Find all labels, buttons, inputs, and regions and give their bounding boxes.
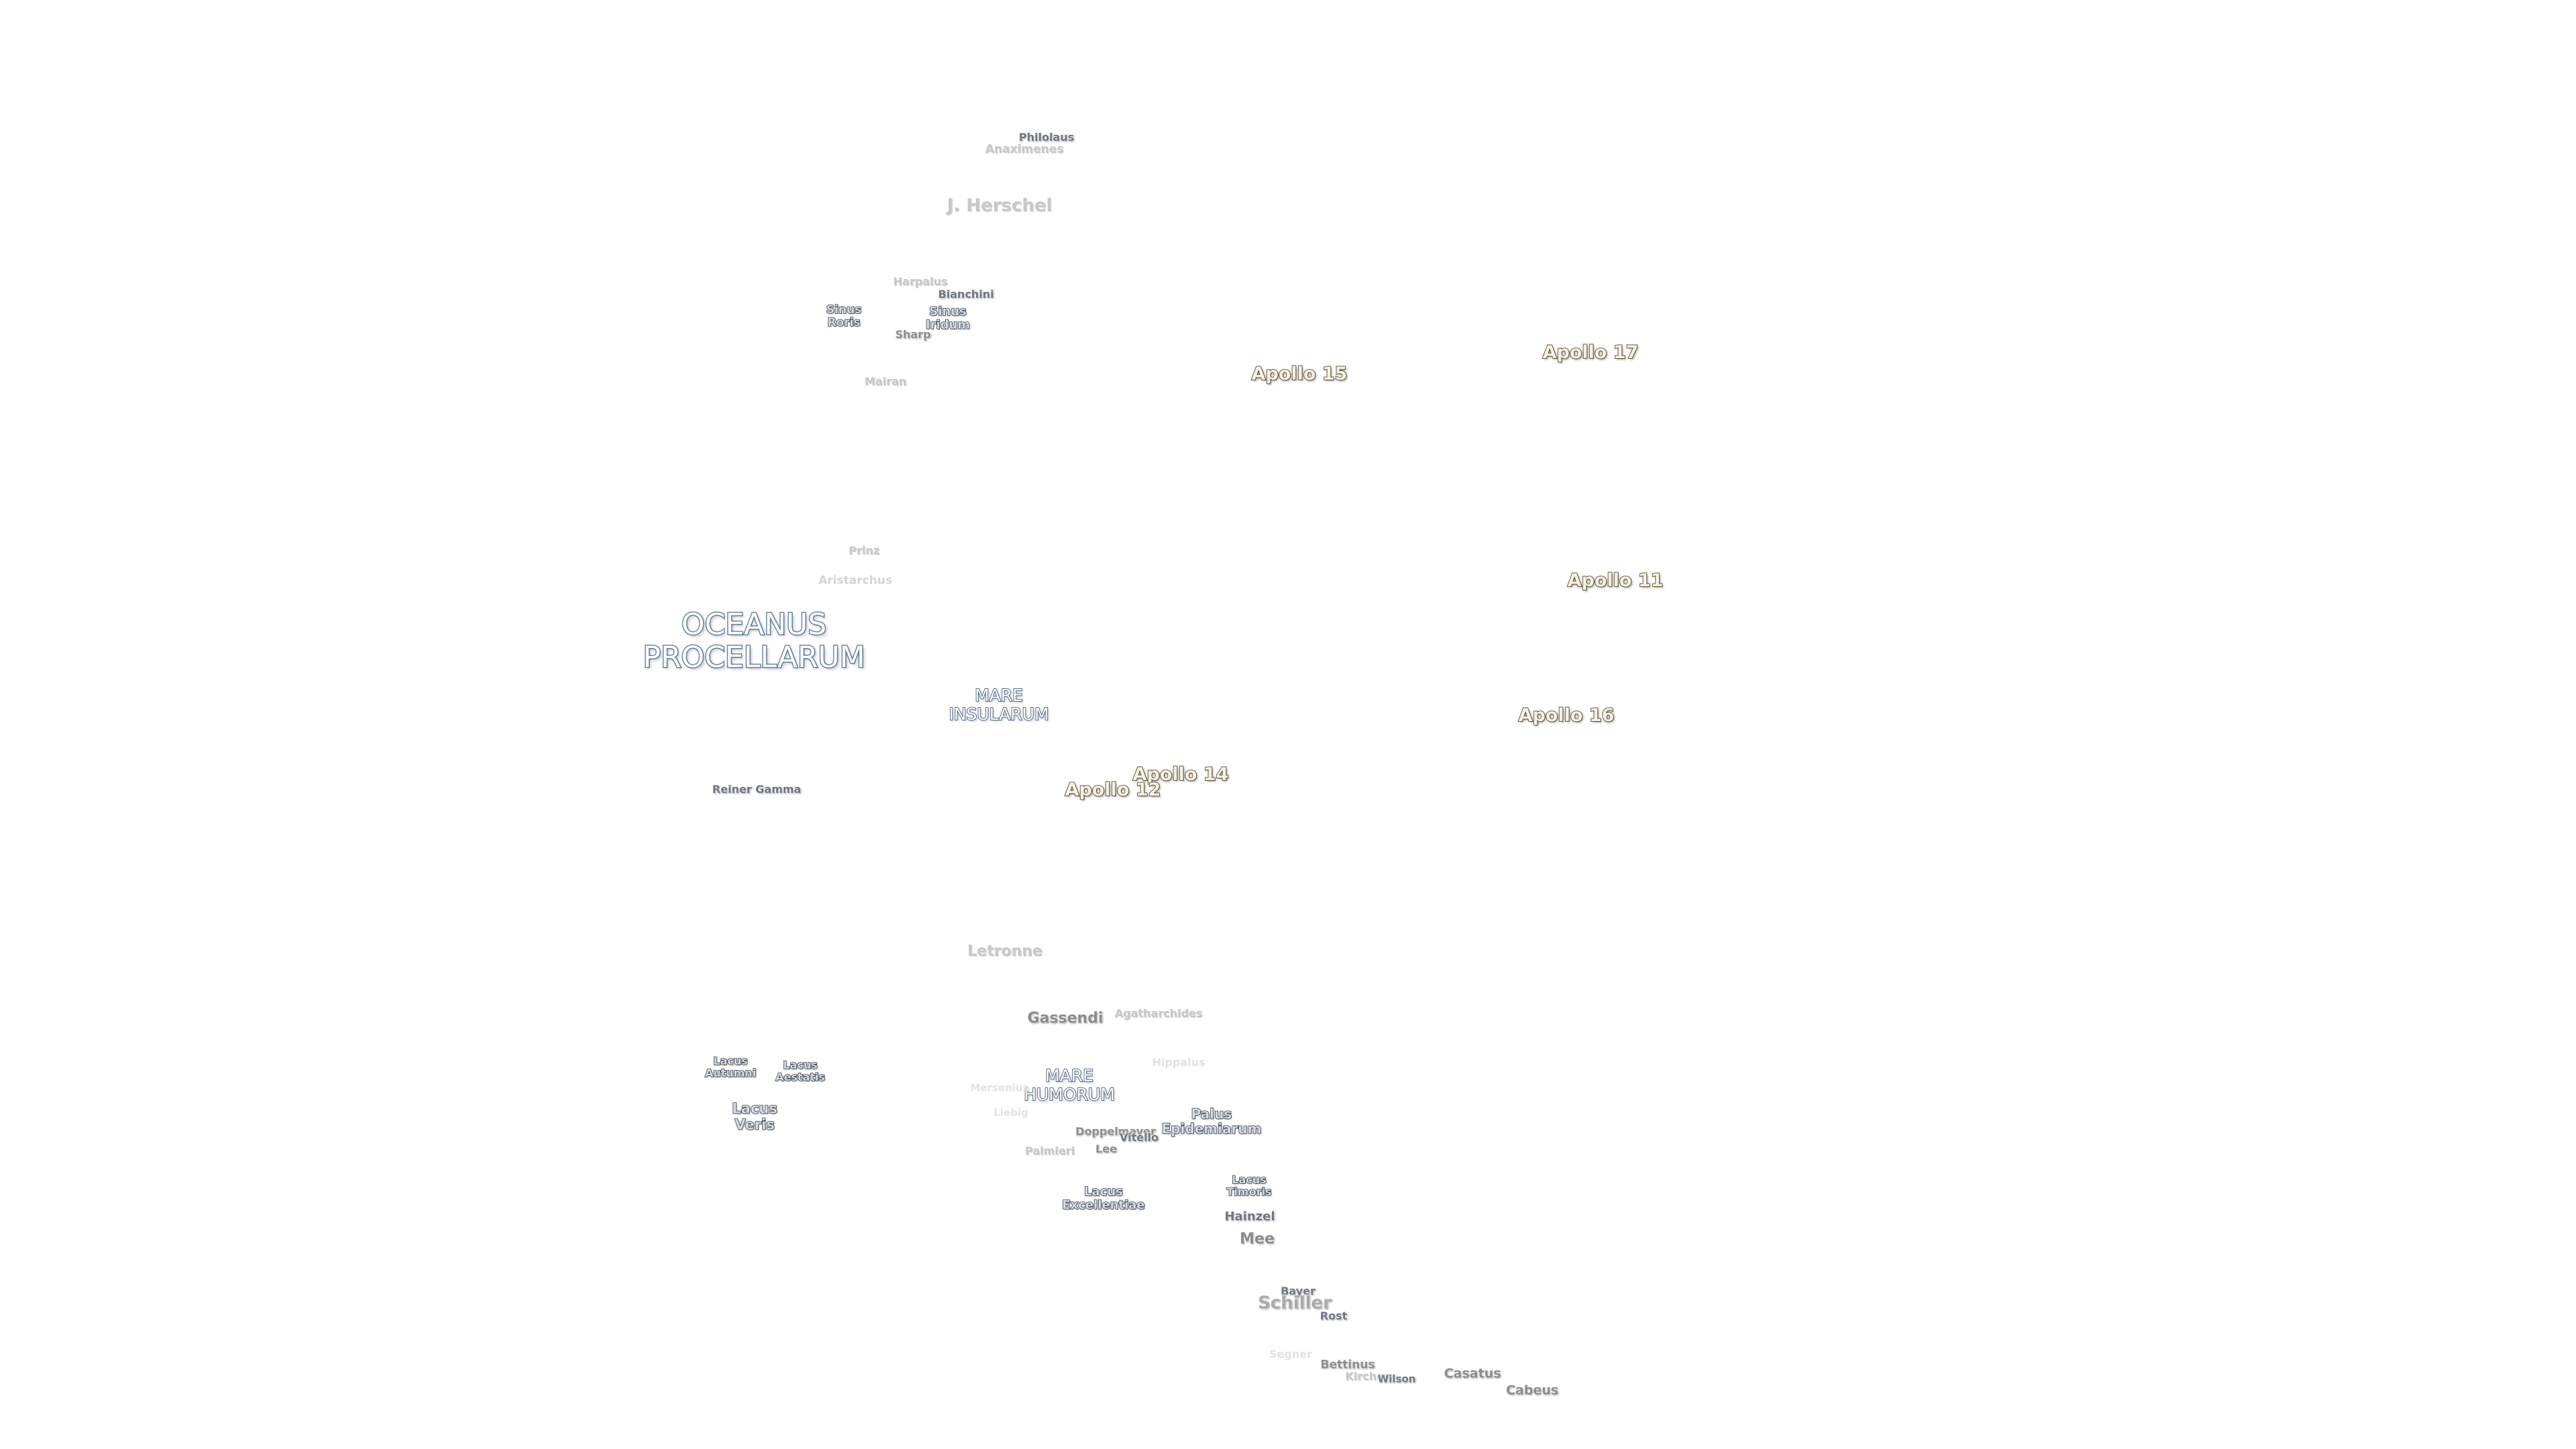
- crater-label-kircher: Kircher: [1345, 1370, 1389, 1383]
- crater-label-prinz: Prinz: [849, 544, 879, 557]
- crater-label-wilson: Wilson: [1377, 1373, 1416, 1385]
- apollo-11-landing-label: Apollo 11: [1567, 570, 1664, 591]
- crater-label-liebig: Liebig: [994, 1106, 1028, 1119]
- feature-label-lacus-excellentiae: Lacus Excellentiae: [1062, 1184, 1146, 1212]
- feature-label-palus-epidemiarum: Palus Epidemiarum: [1161, 1106, 1262, 1137]
- crater-label-bianchini: Bianchini: [938, 288, 994, 301]
- crater-label-aristarchus: Aristarchus: [818, 574, 892, 588]
- crater-label-anaximenes: Anaximenes: [985, 142, 1064, 156]
- crater-label-doppelmayer: Doppelmayer: [1075, 1125, 1156, 1138]
- mare-label-oceanus-procellarum: OCEANUS PROCELLARUM: [642, 607, 866, 675]
- crater-label-bayer: Bayer: [1281, 1285, 1316, 1298]
- crater-label-cabeus: Cabeus: [1505, 1383, 1559, 1398]
- feature-label-lacus-veris: Lacus Veris: [731, 1100, 777, 1133]
- mare-label-mare-insularum: MARE INSULARUM: [948, 686, 1049, 724]
- crater-label-mee: Mee: [1240, 1230, 1275, 1248]
- feature-label-lacus-aestatis: Lacus Aestatis: [775, 1059, 825, 1083]
- crater-label-segner: Segner: [1269, 1348, 1312, 1361]
- apollo-14-landing-label: Apollo 14: [1132, 763, 1230, 785]
- crater-label-agatharchides: Agatharchides: [1114, 1007, 1203, 1020]
- mare-label-mare-humorum: MARE HUMORUM: [1023, 1066, 1116, 1105]
- apollo-12-landing-label: Apollo 12: [1065, 779, 1162, 800]
- crater-label-philolaus: Philolaus: [1018, 131, 1075, 144]
- apollo-17-landing-label: Apollo 17: [1542, 341, 1640, 363]
- feature-label-lacus-autumni: Lacus Autumni: [704, 1055, 757, 1079]
- feature-label-sinus-iridum: Sinus Iridum: [925, 304, 971, 332]
- crater-label-rost: Rost: [1320, 1309, 1348, 1323]
- crater-label-schiller: Schiller: [1258, 1293, 1332, 1313]
- crater-label-letronne: Letronne: [967, 943, 1042, 960]
- feature-label-lacus-timoris: Lacus Timoris: [1226, 1173, 1273, 1198]
- crater-label-harpalus: Harpalus: [893, 275, 948, 288]
- feature-label-sinus-roris: Sinus Roris: [826, 303, 862, 330]
- crater-label-vitello: Vitello: [1119, 1131, 1159, 1144]
- crater-label-mersenius: Mersenius: [970, 1081, 1029, 1094]
- apollo-16-landing-label: Apollo 16: [1518, 704, 1615, 726]
- crater-label-palmieri: Palmieri: [1025, 1144, 1075, 1158]
- crater-label-sharp: Sharp: [895, 328, 931, 341]
- crater-label-bettinus: Bettinus: [1320, 1358, 1375, 1372]
- crater-label-lee: Lee: [1095, 1142, 1117, 1156]
- apollo-15-landing-label: Apollo 15: [1251, 363, 1348, 384]
- feature-label-reiner-gamma: Reiner Gamma: [712, 783, 802, 796]
- crater-label-mairan: Mairan: [864, 375, 907, 388]
- crater-label-hainzel: Hainzel: [1224, 1209, 1275, 1224]
- crater-label-gassendi: Gassendi: [1027, 1010, 1104, 1027]
- crater-label-hippalus: Hippalus: [1152, 1056, 1205, 1069]
- crater-label-casatus: Casatus: [1444, 1366, 1501, 1381]
- crater-label-j-herschel: J. Herschel: [947, 195, 1053, 216]
